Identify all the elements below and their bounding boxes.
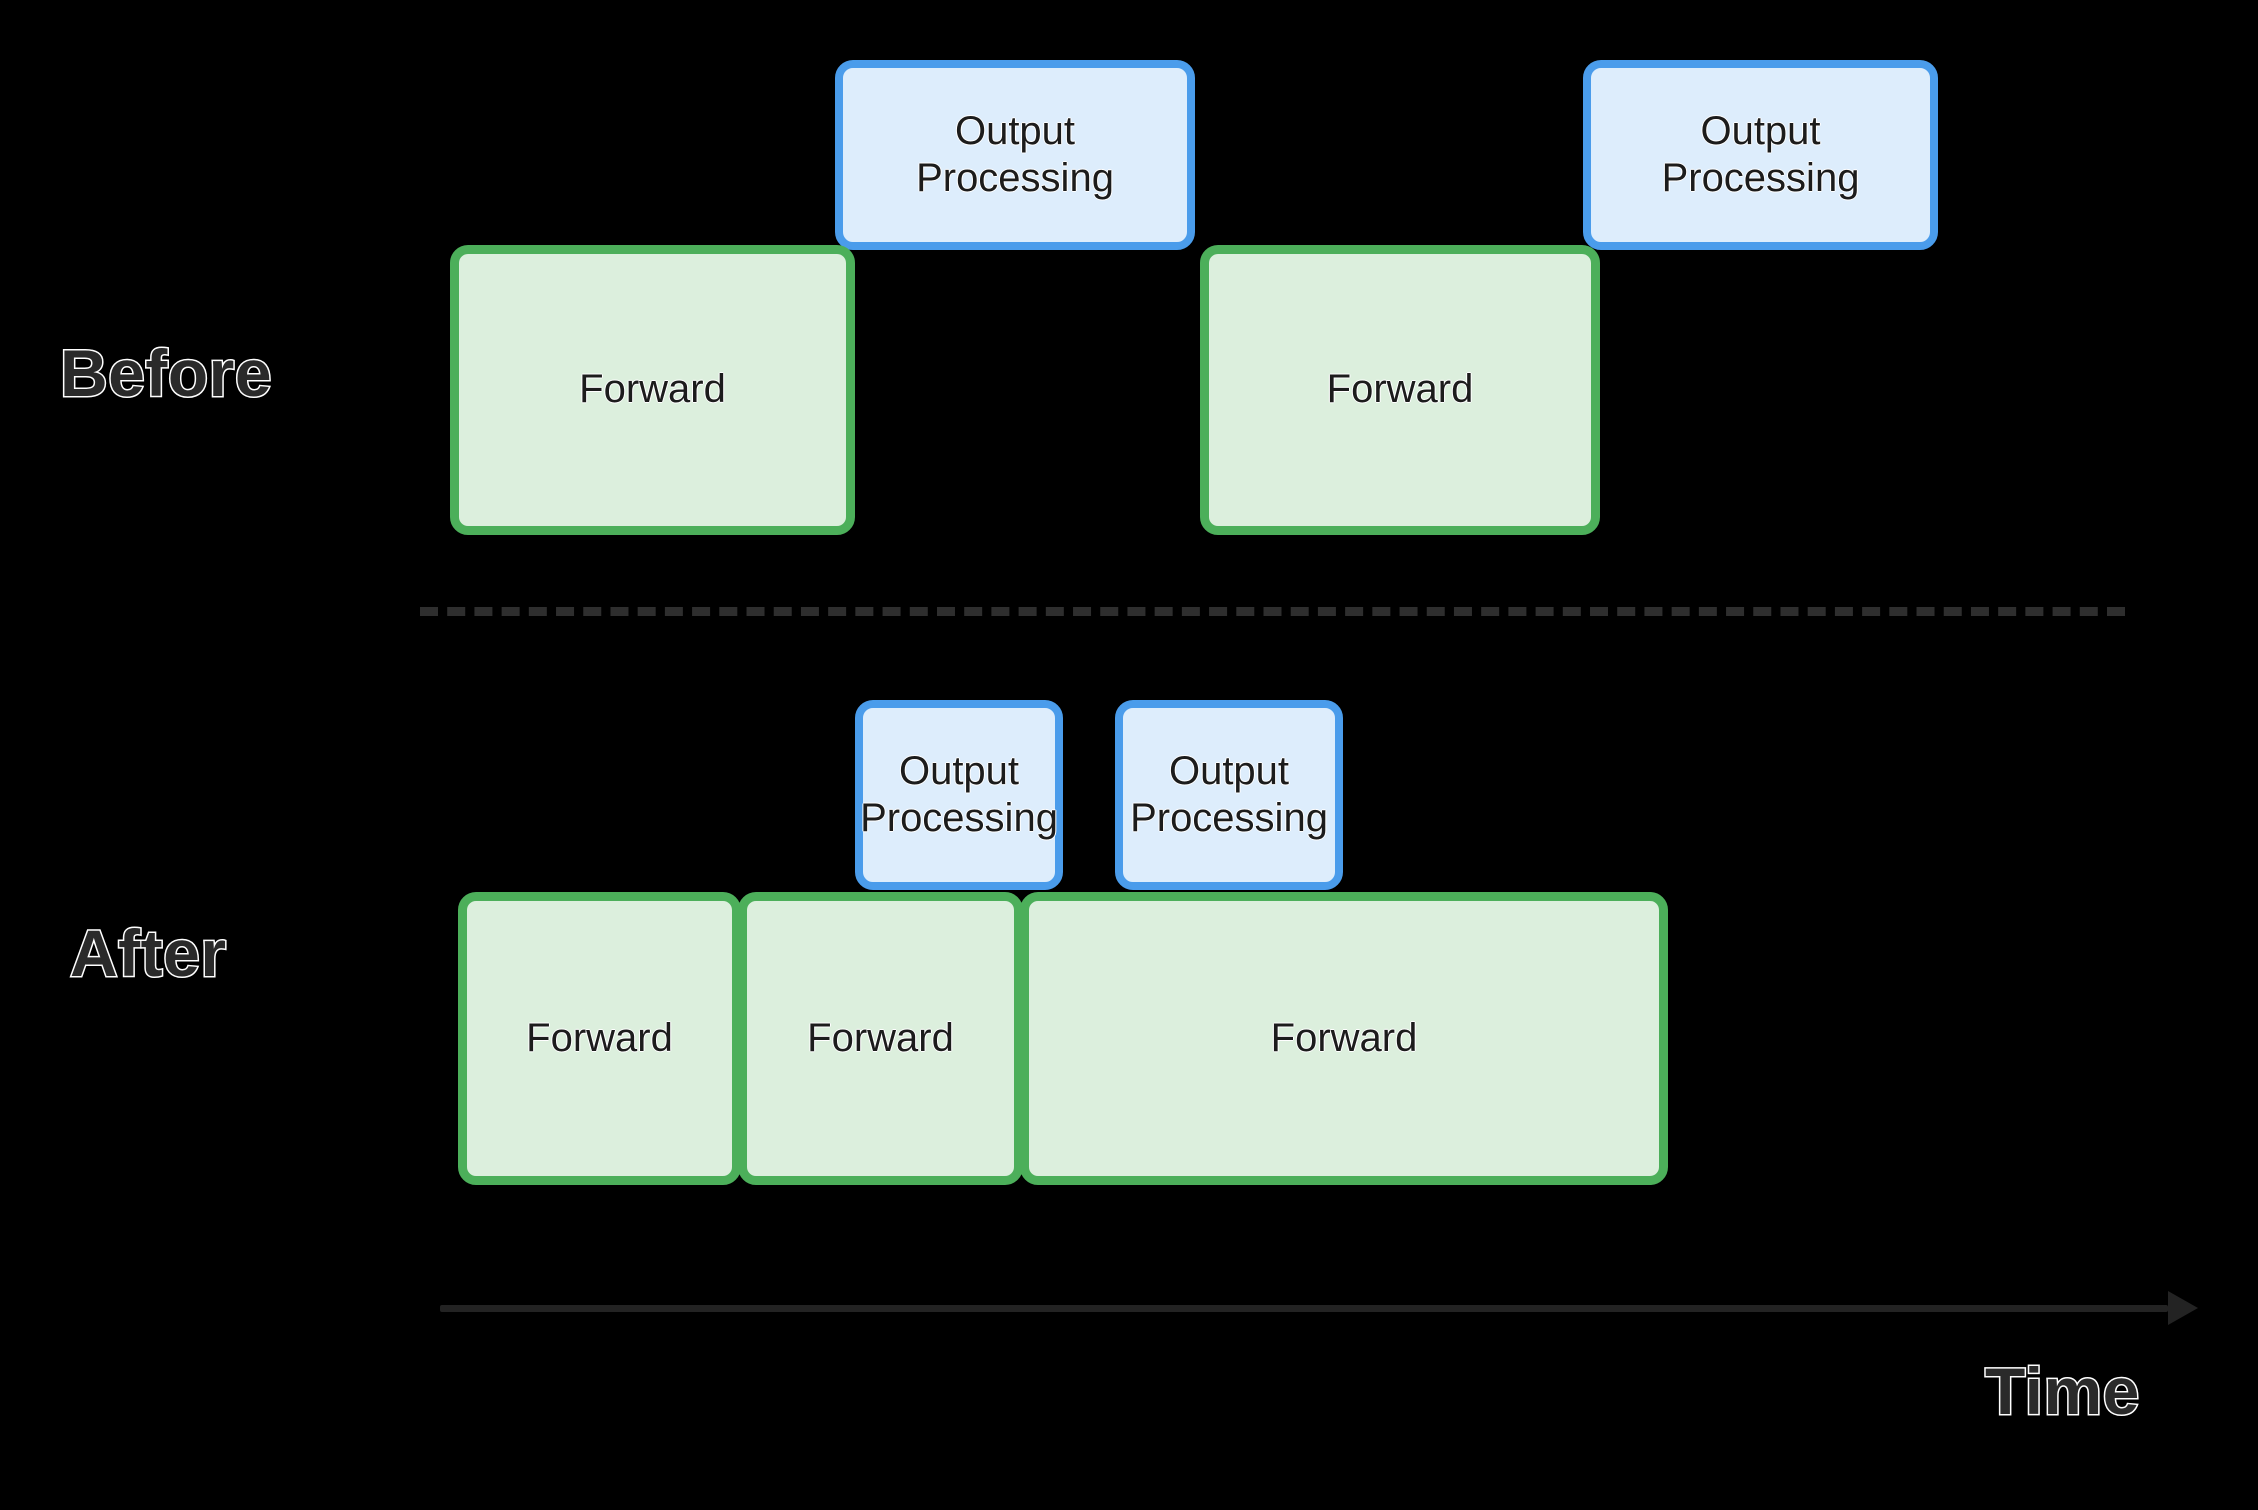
- after-forward-3: Forward: [1020, 892, 1668, 1185]
- after-forward-2-text: Forward: [807, 1015, 954, 1060]
- time-axis: [440, 1288, 2198, 1328]
- after-forward-3-text: Forward: [1270, 1015, 1418, 1060]
- row-label-before: Before: [58, 336, 273, 410]
- before-output-processing-2: Output Processing: [1583, 60, 1938, 250]
- after-forward-2: Forward: [738, 892, 1023, 1185]
- after-output-processing-1-text: Output Processing: [860, 748, 1058, 840]
- before-output-processing-2-text: Output Processing: [1661, 108, 1860, 200]
- after-forward-1-text: Forward: [526, 1015, 673, 1060]
- after-output-processing-2: Output Processing: [1115, 700, 1343, 890]
- section-divider: [420, 607, 2125, 616]
- before-output-processing-1-text: Output Processing: [916, 108, 1114, 200]
- time-axis-label-text: Time: [1984, 1354, 2141, 1428]
- after-forward-1: Forward: [458, 892, 741, 1185]
- before-forward-2: Forward: [1200, 245, 1600, 535]
- time-axis-label: Time: [1984, 1354, 2141, 1428]
- time-axis-line: [440, 1304, 2168, 1312]
- before-forward-1: Forward: [450, 245, 855, 535]
- row-label-after: After: [69, 916, 228, 990]
- time-axis-arrow-icon: [2168, 1291, 2198, 1325]
- before-output-processing-1: Output Processing: [835, 60, 1195, 250]
- after-output-processing-1: Output Processing: [855, 700, 1063, 890]
- row-label-before-text: Before: [58, 336, 273, 410]
- before-forward-2-text: Forward: [1326, 367, 1474, 412]
- after-output-processing-2-text: Output Processing: [1130, 748, 1328, 840]
- row-label-after-text: After: [69, 916, 228, 990]
- before-forward-1-text: Forward: [579, 367, 726, 412]
